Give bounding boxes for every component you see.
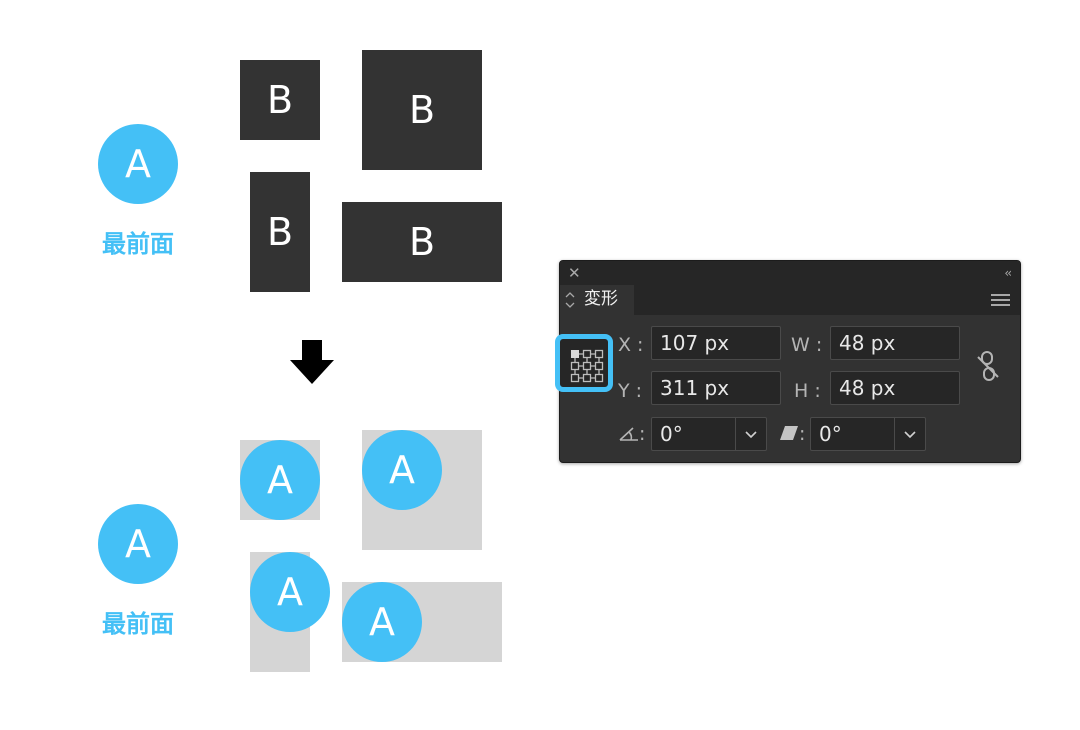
shear-field[interactable]: 0° (810, 417, 926, 451)
box-b-2: B (362, 50, 482, 170)
rotate-dropdown[interactable] (735, 418, 766, 450)
shear-colon: : (799, 423, 806, 445)
shear-value: 0° (819, 422, 842, 446)
collapse-icon[interactable]: ‹‹ (1004, 266, 1011, 280)
circle-a-top: A (98, 124, 178, 204)
y-field[interactable]: 311 px (651, 371, 781, 405)
panel-menu-icon[interactable] (991, 294, 1010, 307)
rotate-colon: : (639, 423, 646, 445)
x-field[interactable]: 107 px (651, 326, 781, 360)
replaced-circle-a-2: A (362, 430, 442, 510)
y-label: Y : (618, 380, 643, 402)
chevron-down-icon (745, 430, 757, 438)
reference-point-grid-icon (570, 349, 604, 383)
tab-title: 変形 (584, 289, 618, 309)
w-field[interactable]: 48 px (830, 326, 960, 360)
rotate-value: 0° (660, 422, 683, 446)
tab-transform[interactable]: 変形 (560, 285, 634, 315)
reference-point-button[interactable] (555, 334, 613, 392)
chevron-down-icon (904, 430, 916, 438)
rotate-field[interactable]: 0° (651, 417, 767, 451)
front-label-top: 最前面 (102, 230, 174, 258)
expand-collapse-icon[interactable] (564, 289, 576, 311)
box-b-1: B (240, 60, 320, 140)
transform-panel: ✕ ‹‹ 変形 (555, 260, 1021, 463)
panel-title-bar[interactable]: ✕ ‹‹ (560, 261, 1020, 285)
h-field[interactable]: 48 px (830, 371, 960, 405)
rotate-icon (619, 427, 638, 441)
down-arrow-icon (290, 340, 334, 384)
h-label: H : (794, 380, 821, 402)
box-b-3: B (250, 172, 310, 292)
constrain-proportions-icon[interactable] (974, 349, 1002, 383)
close-icon[interactable]: ✕ (568, 264, 581, 282)
shear-dropdown[interactable] (894, 418, 925, 450)
front-label-bottom: 最前面 (102, 610, 174, 638)
replaced-circle-a-3: A (250, 552, 330, 632)
shear-icon (780, 426, 798, 440)
panel-tab-strip: 変形 (560, 285, 1020, 315)
replaced-circle-a-1: A (240, 440, 320, 520)
x-label: X : (618, 334, 644, 356)
w-label: W : (791, 334, 823, 356)
replaced-circle-a-4: A (342, 582, 422, 662)
box-b-4: B (342, 202, 502, 282)
circle-a-bottom: A (98, 504, 178, 584)
